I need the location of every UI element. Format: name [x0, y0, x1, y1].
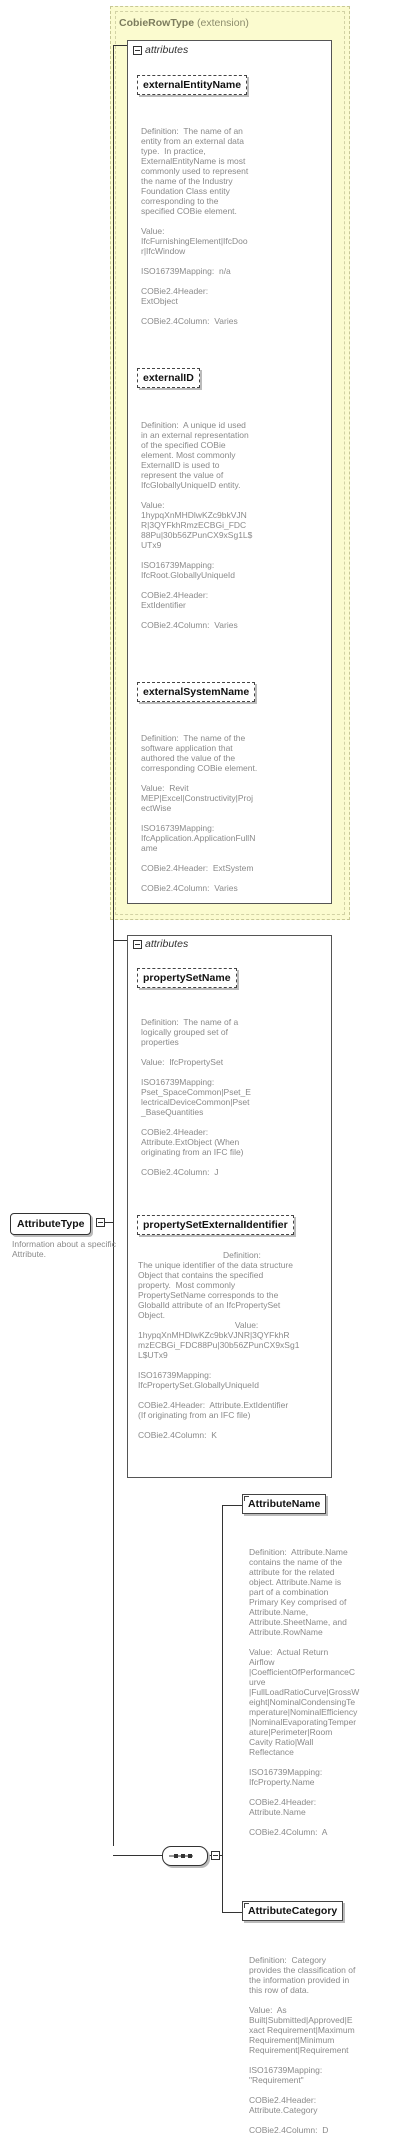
extension-title: CobieRowType (extension) [119, 17, 249, 29]
connector-root-to-spine [102, 1222, 114, 1223]
extension-suffix: (extension) [196, 17, 249, 29]
sequence-compositor[interactable] [162, 1846, 208, 1866]
attribute-property-set-external-identifier[interactable]: propertySetExternalIdentifier [137, 1215, 294, 1235]
element-attribute-name-doc: Definition: Attribute.Name contains the … [249, 1547, 360, 1837]
connector-spine-to-sequence [113, 1855, 162, 1856]
sequence-icon [169, 1854, 193, 1858]
attribute-external-system-name[interactable]: externalSystemName [137, 682, 256, 702]
collapse-own-attributes-icon[interactable] [133, 940, 142, 949]
connector-spine-to-own-group [113, 940, 127, 941]
connector-to-attribute-name [222, 1505, 242, 1506]
root-element-name: AttributeType [17, 1218, 85, 1230]
root-element-attribute-type[interactable]: AttributeType [10, 1213, 92, 1235]
extension-inner-border [115, 11, 345, 915]
attribute-external-system-name-doc: Definition: The name of the software app… [141, 733, 258, 893]
element-attribute-category-doc: Definition: Category provides the classi… [249, 1955, 356, 2135]
extension-attributes-label: attributes [145, 44, 189, 56]
collapse-root-icon[interactable] [96, 1218, 105, 1227]
own-attributes-label: attributes [145, 938, 189, 950]
attribute-external-entity-name-doc: Definition: The name of an entity from a… [141, 126, 249, 326]
attribute-property-set-external-identifier-doc: Definition: The unique identifier of the… [138, 1250, 300, 1440]
attribute-external-entity-name[interactable]: externalEntityName [137, 75, 248, 95]
connector-extension-vertical [113, 45, 114, 1846]
root-element-doc: Information about a specific Attribute. [12, 1239, 116, 1259]
attribute-external-id[interactable]: externalID [137, 368, 200, 388]
element-attribute-category[interactable]: AttributeCategory [242, 1901, 344, 1921]
extension-attributes-group [127, 40, 332, 904]
connector-to-attribute-category [222, 1912, 242, 1913]
element-attribute-name[interactable]: AttributeName [242, 1494, 327, 1514]
connector-elements-vertical [222, 1505, 223, 1913]
extension-type-name: CobieRowType [119, 17, 195, 29]
attribute-property-set-name-doc: Definition: The name of a logically grou… [141, 1017, 251, 1177]
collapse-sequence-icon[interactable] [211, 1851, 220, 1860]
connector-spine-to-ext-group [113, 45, 127, 46]
collapse-extension-attributes-icon[interactable] [133, 46, 142, 55]
attribute-external-id-doc: Definition: A unique id used in an exter… [141, 420, 253, 630]
own-attributes-group [127, 935, 332, 1478]
attribute-property-set-name[interactable]: propertySetName [137, 968, 237, 988]
